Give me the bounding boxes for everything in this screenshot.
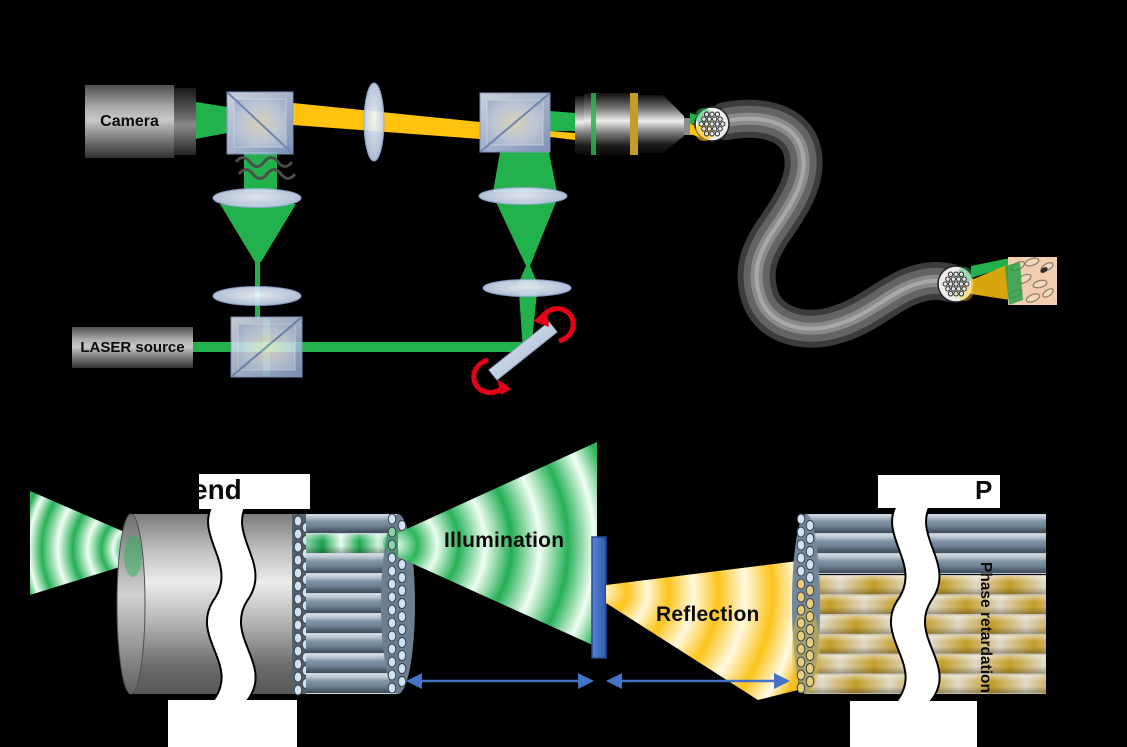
- laser-device: LASER source: [72, 327, 193, 368]
- scan-lens-1: [478, 187, 568, 205]
- reflection-fan: [606, 561, 798, 700]
- sample-plane-bar: [591, 536, 607, 659]
- beam-a-cone: [220, 204, 296, 262]
- beam-yellow-distal: [971, 264, 1010, 300]
- illumination-label: Illumination: [444, 529, 565, 552]
- distance-arrow-left: [406, 673, 594, 689]
- left-end-label-box: end: [199, 474, 310, 509]
- tube-lens-vertical: [363, 82, 385, 162]
- beamsplitter-cube-camera: [226, 91, 294, 155]
- right-end-partial-text: P: [975, 475, 993, 505]
- fiber-cable: [707, 99, 970, 348]
- camera-label: Camera: [100, 112, 159, 130]
- rotation-arrow-top-icon: [533, 306, 576, 344]
- relay-lens-horizontal-2: [212, 286, 302, 306]
- fiber-bundle-left: [116, 513, 415, 696]
- relay-lens-horizontal-1: [212, 188, 302, 208]
- bottom-right-label-box: [850, 701, 977, 747]
- phase-retardation-label: Phase retardation: [977, 562, 994, 693]
- bottom-left-label-box: [168, 700, 297, 747]
- beam-yellow-to-objective: [550, 131, 575, 140]
- beam-break-squiggle: [234, 156, 297, 180]
- fiber-facet-distal: [937, 265, 975, 303]
- fiber-facet-proximal: [694, 106, 730, 142]
- right-end-label-box: P: [878, 475, 1000, 508]
- input-light-fan: [30, 491, 136, 595]
- laser-label: LASER source: [80, 339, 185, 356]
- tissue-sample: [1005, 257, 1057, 305]
- rotation-arrow-bottom-icon: [471, 357, 511, 395]
- left-end-partial-text: end: [199, 474, 242, 505]
- beamsplitter-cube-scan: [479, 92, 551, 153]
- beam-b-cone: [496, 202, 556, 266]
- beamsplitter-cube-laser: [230, 316, 303, 378]
- objective-lens: [575, 93, 692, 155]
- camera-device: Camera: [85, 85, 174, 158]
- scan-lens-2: [482, 279, 572, 297]
- scan-mirror: [488, 321, 558, 381]
- beam-b-upper: [493, 152, 557, 192]
- beam-green-distal: [971, 258, 1010, 278]
- beam-focus-spot: [1005, 262, 1023, 305]
- reflection-label: Reflection: [656, 603, 760, 626]
- beam-yellow-relay: [293, 103, 480, 139]
- distance-arrow-right: [606, 673, 790, 689]
- beam-laser: [193, 342, 525, 352]
- beam-camera: [190, 101, 227, 140]
- beam-green-to-objective: [550, 111, 575, 131]
- illumination-fan: [398, 442, 597, 647]
- camera-cap: [174, 88, 196, 155]
